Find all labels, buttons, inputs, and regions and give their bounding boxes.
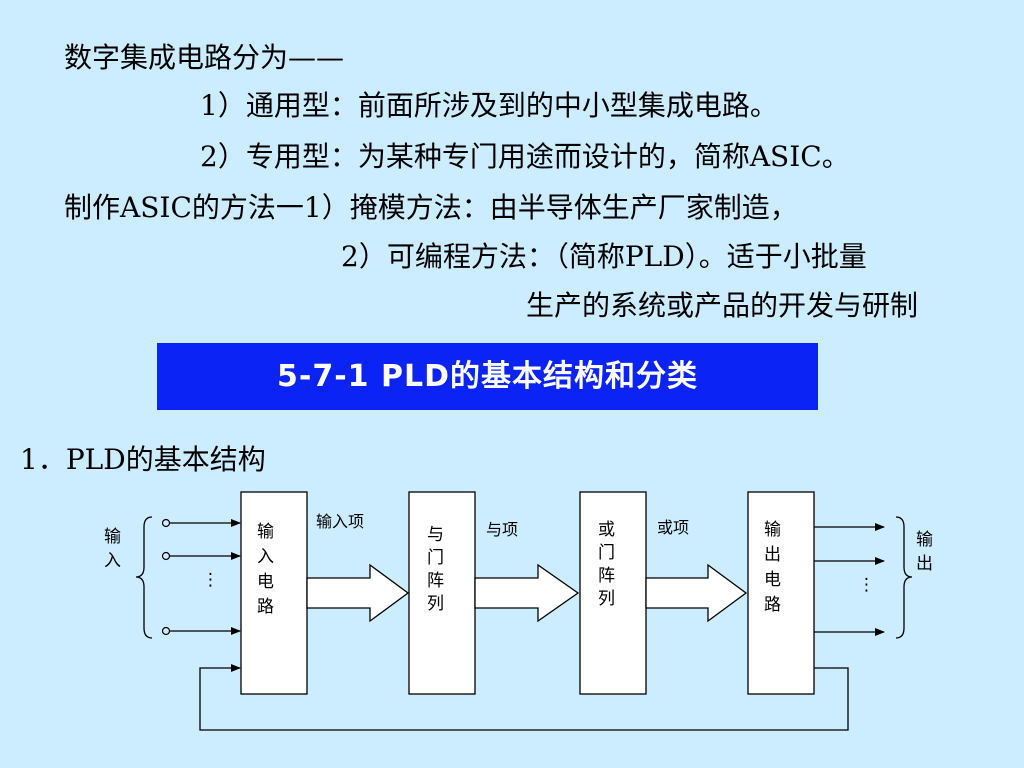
output-circuit-char-4: 路 (764, 595, 781, 615)
input-pin-1 (161, 518, 171, 528)
or-array-char-2: 门 (598, 543, 615, 563)
and-array-char-4: 列 (427, 594, 444, 614)
section-banner: 5-7-1 PLD的基本结构和分类 (157, 343, 818, 410)
intro-line-5: 2）可编程方法：（简称PLD）。适于小批量 (341, 240, 867, 273)
intro-line-3: 2）专用型：为某种专门用途而设计的，简称ASIC。 (200, 140, 850, 173)
output-dots: ⋮ (858, 575, 875, 595)
and-array-block (408, 491, 476, 695)
input-circuit-char-4: 路 (257, 597, 274, 617)
label-and-terms: 与项 (486, 520, 518, 539)
input-circuit-char-3: 电 (257, 572, 274, 592)
input-circuit-block (240, 491, 308, 695)
input-terms-arrow (306, 563, 410, 623)
input-circuit-char-1: 输 (257, 522, 274, 542)
or-array-char-4: 列 (598, 589, 615, 609)
or-array-char-3: 阵 (598, 566, 615, 586)
section-heading: 1．PLD的基本结构 (20, 443, 266, 476)
output-circuit-char-2: 出 (764, 545, 781, 565)
intro-line-2: 1）通用型：前面所涉及到的中小型集成电路。 (200, 89, 778, 122)
and-array-char-1: 与 (427, 525, 444, 545)
label-input-terms: 输入项 (316, 512, 364, 531)
output-circuit-char-1: 输 (764, 520, 781, 540)
or-array-char-1: 或 (598, 520, 615, 540)
feedback-loop (199, 664, 849, 731)
input-pin-2 (161, 551, 171, 561)
intro-line-6: 生产的系统或产品的开发与研制 (526, 289, 919, 322)
output-side-char-1: 输 (916, 530, 933, 550)
input-dots: ⋮ (202, 570, 219, 590)
output-side-char-2: 出 (916, 554, 933, 574)
output-brace (895, 516, 913, 639)
input-pin-3 (161, 626, 171, 636)
output-circuit-block (747, 491, 815, 695)
intro-line-4: 制作ASIC的方法一1）掩模方法：由半导体生产厂家制造， (64, 191, 798, 224)
intro-line-1: 数字集成电路分为—— (64, 41, 345, 74)
or-terms-arrow (645, 563, 748, 623)
input-brace (135, 516, 153, 639)
and-terms-arrow (474, 563, 580, 623)
input-side-char-2: 入 (104, 551, 121, 571)
output-circuit-char-3: 电 (764, 570, 781, 590)
input-side-char-1: 输 (104, 527, 121, 547)
label-or-terms: 或项 (657, 518, 689, 537)
and-array-char-3: 阵 (427, 571, 444, 591)
and-array-char-2: 门 (427, 548, 444, 568)
input-circuit-char-2: 入 (257, 547, 274, 567)
